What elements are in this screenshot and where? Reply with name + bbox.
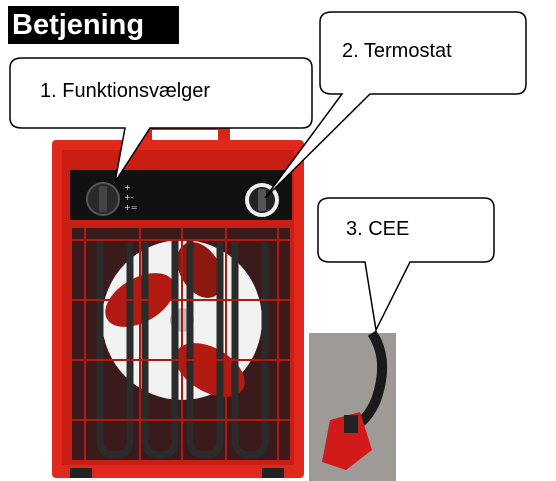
callout-bubble-functionselector [9,57,313,183]
svg-text:+=: += [124,203,137,212]
cee-plug-photo [309,330,396,481]
grille-bars [72,228,290,460]
svg-text:+: + [124,183,131,192]
svg-text:+-: +- [124,193,134,202]
callout-bubble-thermostat [264,11,527,199]
heater-grille [72,228,290,460]
function-selector-knob[interactable]: + +- += [86,182,137,216]
callout-label-cee: 3. CEE [346,218,410,240]
heater-foot [70,468,92,478]
page-title: Betjening [8,6,179,44]
callout-bubble-cee [317,197,495,333]
heating-elements [96,240,269,459]
heater-foot [262,468,284,478]
callout-label-thermostat: 2. Termostat [342,40,452,62]
callout-label-function-selector: 1. Funktionsvælger [40,80,211,102]
